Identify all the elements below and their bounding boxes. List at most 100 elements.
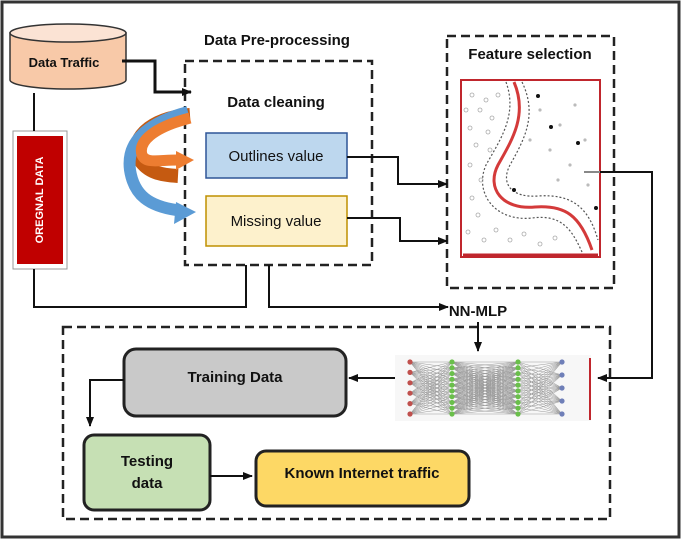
nn-edge: [517, 361, 563, 402]
classification-group: [61, 325, 612, 521]
nn-edge: [517, 387, 563, 409]
nn-edge: [409, 407, 453, 415]
nn-edge: [517, 374, 563, 392]
nn-edge: [409, 373, 453, 384]
nn-node: [515, 411, 521, 417]
nn-edge: [517, 396, 563, 402]
nn-edge: [517, 387, 563, 415]
nn-edge: [409, 361, 453, 384]
nn-edge: [409, 390, 453, 404]
nn-edge: [409, 372, 453, 392]
nn-node: [407, 369, 413, 375]
nn-edge: [409, 367, 453, 415]
feature-selection-title: Feature selection: [468, 46, 591, 63]
curved-arrows: [123, 106, 196, 224]
nn-edge: [517, 374, 563, 386]
nn-edge: [409, 361, 453, 369]
nn-edge: [409, 396, 453, 404]
nn-node: [515, 376, 521, 382]
nn-edge: [409, 382, 453, 386]
blue-curve-head: [174, 202, 196, 224]
nn-node: [515, 359, 521, 365]
nn-edge: [409, 372, 453, 380]
data-traffic-cylinder: [9, 23, 127, 90]
nn-node: [515, 370, 521, 377]
nn-node: [515, 388, 521, 394]
nn-edge: [517, 402, 563, 415]
nn-edge: [409, 379, 453, 394]
blue-curve: [123, 106, 190, 216]
known-traffic-box: [254, 449, 471, 508]
nn-edge: [517, 367, 563, 389]
nn-edge: [451, 361, 519, 415]
nn-edge: [409, 361, 453, 373]
nn-edge: [517, 373, 563, 389]
outlines-value-box: [205, 132, 348, 179]
data-cleaning-label: Data cleaning: [227, 94, 325, 111]
nn-edge: [409, 382, 453, 392]
nn-node: [449, 388, 455, 394]
oregnal-data-label: OREGNAL DATA: [34, 157, 46, 244]
arrow-outlines-to-features: [347, 156, 448, 188]
nn-node: [449, 359, 455, 365]
nn-edge: [517, 384, 563, 389]
nn-mlp-label: NN-MLP: [449, 303, 507, 320]
nn-edge: [517, 379, 563, 402]
nn-edge: [517, 387, 563, 397]
nn-edge: [409, 392, 453, 397]
nn-node: [407, 411, 413, 417]
nn-edge: [517, 361, 563, 386]
nn-node: [449, 394, 455, 400]
nn-edge: [409, 372, 453, 403]
nn-node: [515, 399, 521, 406]
orange-curve-head: [176, 151, 194, 170]
feature-scatter-image: [460, 79, 601, 258]
nn-edge: [517, 390, 563, 402]
nn-edge: [517, 400, 563, 409]
nn-edge: [409, 372, 453, 397]
nn-node: [559, 359, 565, 365]
nn-edge: [451, 384, 519, 415]
neural-network-image: [395, 355, 591, 421]
nn-node: [515, 365, 521, 371]
outlines-value-label: Outlines value: [228, 148, 323, 165]
nn-edge: [409, 382, 453, 409]
nn-edge: [409, 361, 453, 394]
nn-edge: [409, 361, 453, 380]
nn-edge: [517, 361, 563, 374]
nn-node: [515, 382, 521, 388]
nn-node: [407, 380, 413, 386]
nn-edge: [517, 367, 563, 415]
nn-edge: [517, 373, 563, 376]
nn-edge: [517, 384, 563, 402]
nn-edge: [451, 361, 519, 392]
nn-edge: [517, 400, 563, 415]
nn-edge: [517, 390, 563, 415]
nn-edge: [517, 374, 563, 403]
missing-value-label: Missing value: [231, 213, 322, 230]
nn-node: [449, 382, 455, 388]
nn-node: [407, 359, 413, 365]
nn-edge: [517, 374, 563, 380]
testing-data-box: [82, 433, 212, 512]
nn-edge: [451, 361, 519, 369]
nn-edge: [409, 384, 453, 404]
training-data-box: [122, 347, 348, 418]
nn-edge: [409, 361, 453, 386]
missing-value-box: [205, 195, 348, 247]
nn-node: [515, 405, 521, 411]
nn-edge: [409, 392, 453, 403]
nn-edge: [517, 374, 563, 415]
nn-edge: [409, 382, 453, 397]
nn-edge: [409, 373, 453, 394]
nn-edge: [451, 367, 519, 415]
nn-edge: [409, 361, 453, 403]
nn-edge: [517, 361, 563, 389]
nn-edge: [409, 403, 453, 409]
arrow-traffic-to-cleaning: [122, 59, 192, 96]
orange-curve: [135, 112, 192, 167]
nn-edge: [517, 400, 563, 403]
nn-edge: [451, 407, 519, 415]
nn-node: [449, 365, 455, 371]
